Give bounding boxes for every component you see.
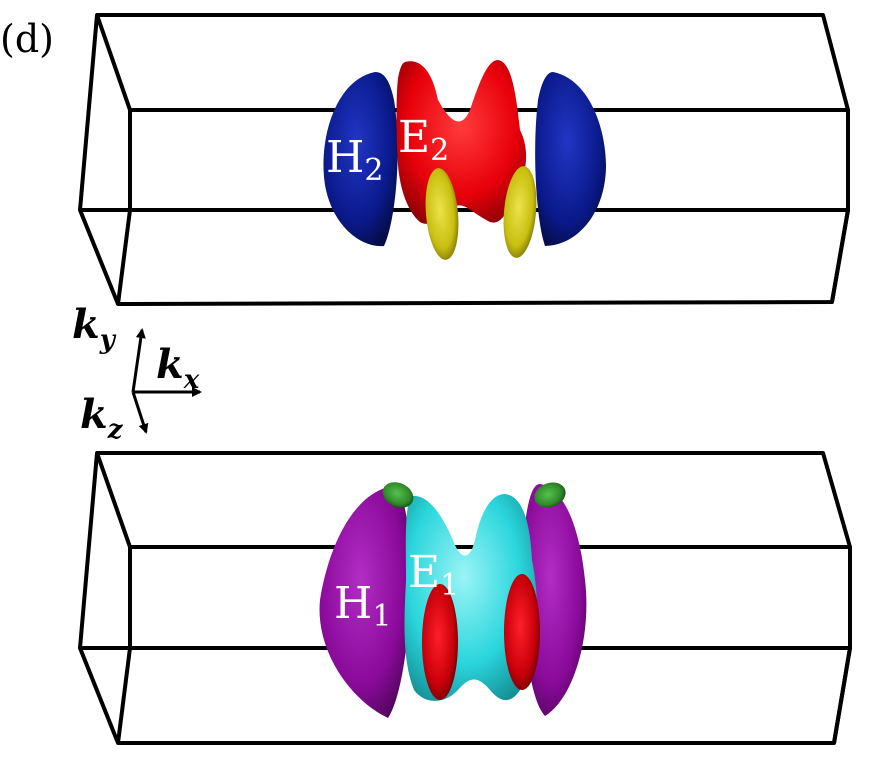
bottom-inner-pocket-left [422, 584, 458, 700]
bottom-inner-pocket-right [504, 574, 540, 690]
top-inner-pocket-left [425, 168, 459, 260]
bottom-electron-label: E1 [408, 547, 459, 603]
axes-indicator: ky kx kz [72, 301, 202, 445]
bottom-hole-pocket-left [319, 486, 411, 718]
bottom-tip-pocket-left [382, 482, 414, 508]
kx-label: kx [156, 341, 200, 395]
bottom-hole-label: H1 [334, 578, 391, 634]
ky-arrow [131, 328, 146, 393]
top-hole-label: H2 [326, 132, 383, 188]
top-electron-label: E2 [398, 112, 449, 168]
top-hole-pocket-right [535, 72, 606, 246]
bottom-panel: H1 E1 [78, 451, 852, 745]
top-panel: H2 E2 [78, 13, 850, 306]
kz-arrow [131, 391, 149, 434]
kz-label: kz [80, 391, 124, 445]
top-box-front [78, 13, 850, 306]
top-hole-pocket-left [323, 72, 398, 247]
bottom-box-front [78, 451, 852, 745]
panel-label: (d) [0, 17, 54, 61]
bottom-pockets [319, 482, 587, 718]
top-pockets [323, 60, 606, 260]
top-inner-pocket-right [503, 166, 537, 258]
bottom-tip-pocket-right [534, 482, 566, 508]
ky-label: ky [72, 301, 117, 355]
